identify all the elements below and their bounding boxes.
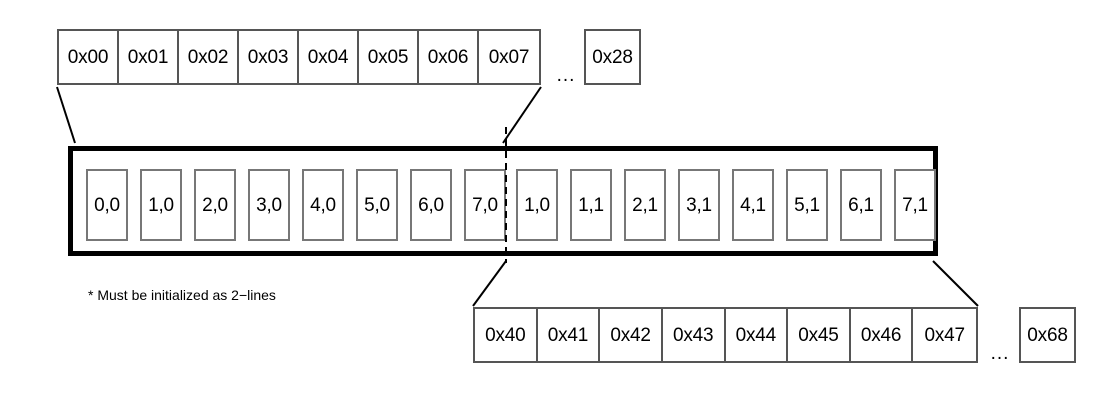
cache-word-1: 1,0 xyxy=(140,169,182,241)
bottom-right-leader-line xyxy=(932,260,979,307)
address-cell-0x01: 0x01 xyxy=(119,31,179,83)
cache-word-15: 7,1 xyxy=(894,169,936,241)
cache-word-3: 3,0 xyxy=(248,169,290,241)
address-cell-0x28: 0x28 xyxy=(584,29,641,85)
address-cell-0x40: 0x40 xyxy=(475,309,538,361)
address-cell-0x00: 0x00 xyxy=(59,31,119,83)
cache-line-container: 0,0 1,0 2,0 3,0 4,0 5,0 6,0 7,0 1,0 1,1 … xyxy=(68,146,938,256)
address-cell-0x46: 0x46 xyxy=(850,309,914,361)
address-cell-0x07: 0x07 xyxy=(479,31,539,83)
cache-word-13: 5,1 xyxy=(786,169,828,241)
address-cell-0x05: 0x05 xyxy=(359,31,419,83)
cache-word-8: 1,0 xyxy=(516,169,558,241)
initialization-note: * Must be initialized as 2−lines xyxy=(88,287,276,303)
lower-row-ellipsis: ... xyxy=(990,343,1010,364)
lower-address-row: 0x40 0x41 0x42 0x43 0x44 0x45 0x46 0x47 xyxy=(473,307,978,363)
address-cell-0x42: 0x42 xyxy=(600,309,663,361)
address-cell-0x02: 0x02 xyxy=(179,31,239,83)
cache-word-0: 0,0 xyxy=(86,169,128,241)
cache-word-14: 6,1 xyxy=(840,169,882,241)
cache-word-9: 1,1 xyxy=(570,169,612,241)
address-cell-0x44: 0x44 xyxy=(725,309,789,361)
bottom-left-leader-line xyxy=(472,260,507,307)
address-cell-0x68: 0x68 xyxy=(1019,307,1076,363)
address-cell-0x41: 0x41 xyxy=(537,309,601,361)
address-cell-0x06: 0x06 xyxy=(419,31,479,83)
cache-word-6: 6,0 xyxy=(410,169,452,241)
cache-word-7: 7,0 xyxy=(464,169,506,241)
address-cell-0x47: 0x47 xyxy=(913,309,976,361)
address-cell-0x45: 0x45 xyxy=(788,309,851,361)
address-cell-0x04: 0x04 xyxy=(299,31,359,83)
cache-line-cells: 0,0 1,0 2,0 3,0 4,0 5,0 6,0 7,0 1,0 1,1 … xyxy=(73,151,936,251)
cache-word-11: 3,1 xyxy=(678,169,720,241)
cache-word-4: 4,0 xyxy=(302,169,344,241)
cache-word-5: 5,0 xyxy=(356,169,398,241)
top-left-leader-line xyxy=(56,86,76,144)
upper-address-row: 0x00 0x01 0x02 0x03 0x04 0x05 0x06 0x07 xyxy=(57,29,541,85)
top-right-leader-line xyxy=(502,86,542,144)
address-cell-0x03: 0x03 xyxy=(239,31,299,83)
address-cell-0x43: 0x43 xyxy=(662,309,726,361)
cache-word-2: 2,0 xyxy=(194,169,236,241)
cache-word-10: 2,1 xyxy=(624,169,666,241)
cache-word-12: 4,1 xyxy=(732,169,774,241)
upper-row-ellipsis: ... xyxy=(556,65,576,86)
